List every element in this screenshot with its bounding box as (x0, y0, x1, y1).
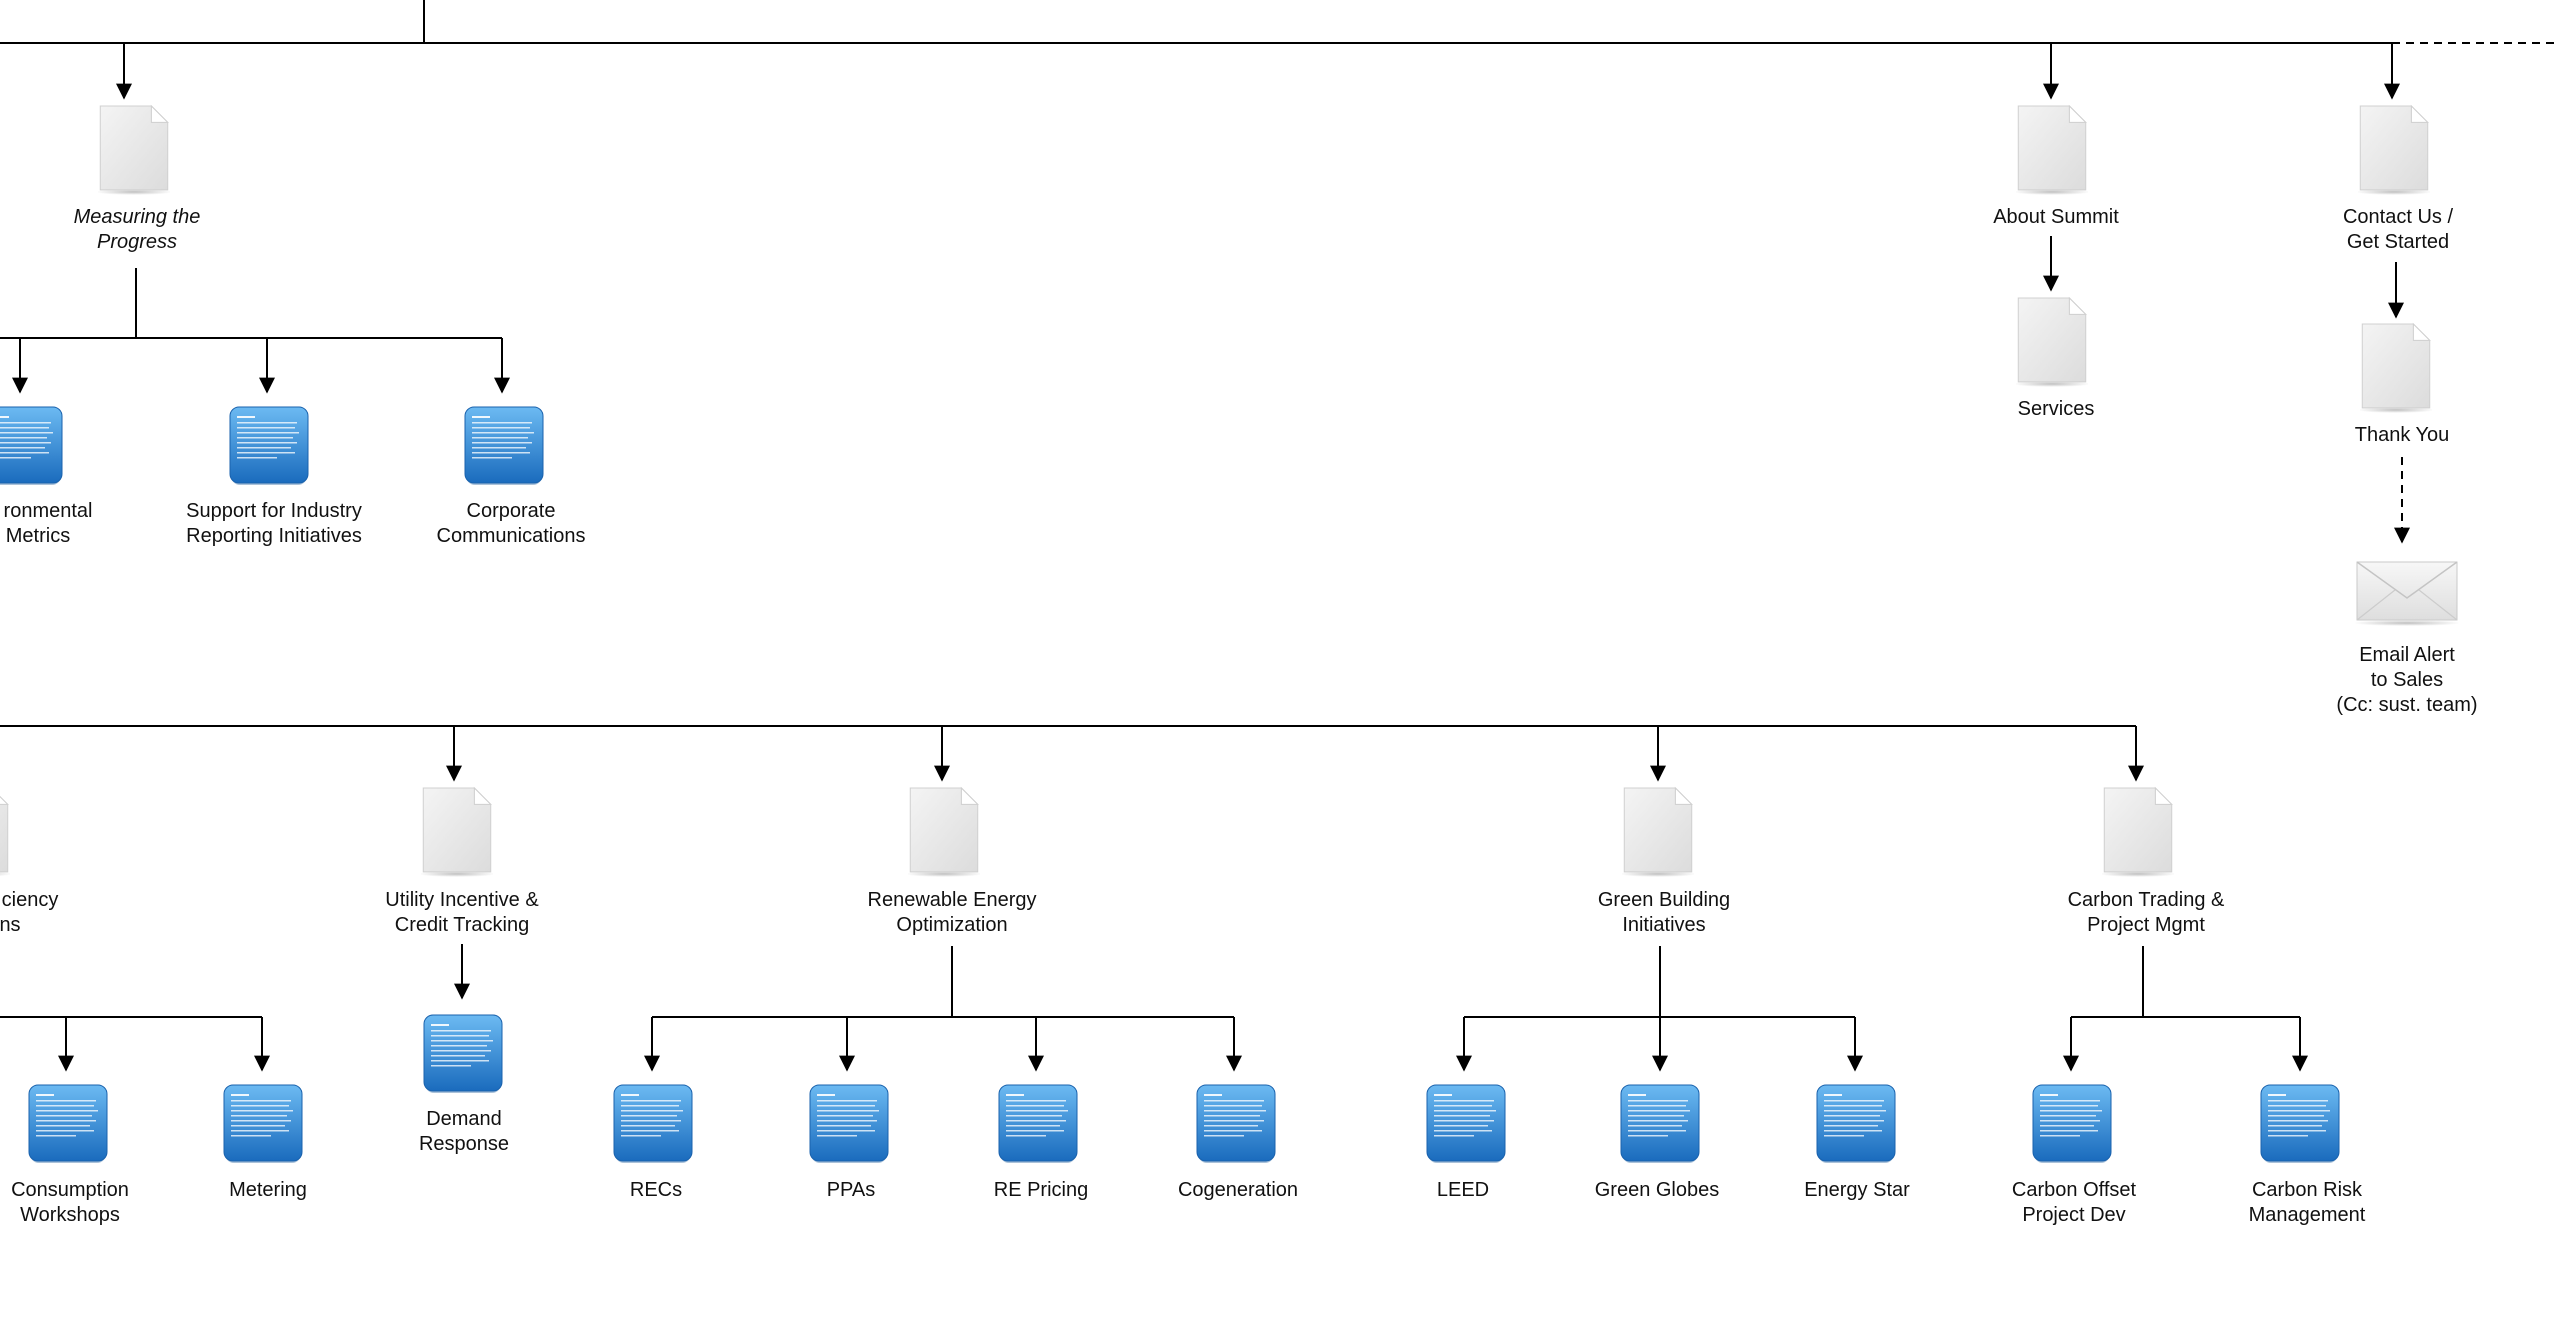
node-label: Corporate (467, 500, 556, 522)
node-services[interactable]: Services (2013, 297, 2095, 420)
node-carbontrading[interactable]: Carbon Trading & Project Mgmt (2068, 787, 2225, 936)
node-label: Carbon Trading & (2068, 889, 2225, 911)
node-label: Metering (229, 1179, 307, 1201)
content-tile-icon (1816, 1084, 1896, 1164)
node-label: Energy Star (1804, 1179, 1910, 1201)
node-renewable[interactable]: Renewable Energy Optimization (868, 787, 1037, 936)
page-icon (421, 787, 493, 878)
page-icon (2016, 297, 2088, 388)
node-label: Carbon Risk (2252, 1179, 2363, 1201)
node-label: Services (2018, 398, 2095, 420)
node-label: Metrics (6, 525, 70, 547)
node-label: Get Started (2347, 231, 2449, 253)
node-label: Contact Us / (2343, 206, 2453, 228)
content-tile-icon (1196, 1084, 1276, 1164)
node-label: Email Alert (2359, 644, 2455, 666)
node-label: ciency (2, 889, 59, 911)
node-label: About Summit (1993, 206, 2119, 228)
node-carbonoffset[interactable]: Carbon Offset Project Dev (2012, 1084, 2137, 1226)
node-label: (Cc: sust. team) (2336, 694, 2477, 716)
node-env-metrics[interactable]: ronmental Metrics (0, 406, 93, 547)
node-carbonrisk[interactable]: Carbon Risk Management (2249, 1084, 2366, 1226)
node-efficiency[interactable]: ciency ns (0, 787, 59, 936)
page-icon (2358, 105, 2430, 196)
node-label: ns (0, 914, 21, 936)
node-email[interactable]: Email Alert to Sales (Cc: sust. team) (2336, 561, 2478, 716)
node-label: Management (2249, 1204, 2366, 1226)
content-tile-icon (0, 406, 63, 486)
node-contact[interactable]: Contact Us / Get Started (2343, 105, 2453, 253)
node-ppas[interactable]: PPAs (809, 1084, 889, 1201)
content-tile-icon (998, 1084, 1078, 1164)
node-label: RE Pricing (994, 1179, 1088, 1201)
content-tile-icon (2260, 1084, 2340, 1164)
node-cogen[interactable]: Cogeneration (1178, 1084, 1298, 1201)
node-label: Support for Industry (186, 500, 362, 522)
node-label: Measuring the (74, 206, 201, 228)
page-icon (2102, 787, 2174, 878)
node-thankyou[interactable]: Thank You (2355, 323, 2450, 446)
node-label: Credit Tracking (395, 914, 530, 936)
node-label: Green Globes (1595, 1179, 1720, 1201)
page-icon (2360, 323, 2432, 414)
node-label: Thank You (2355, 424, 2450, 446)
node-about[interactable]: About Summit (1993, 105, 2119, 228)
connectors-top (0, 0, 2560, 100)
node-label: Communications (437, 525, 586, 547)
content-tile-icon (809, 1084, 889, 1164)
content-tile-icon (613, 1084, 693, 1164)
connectors-measuring (0, 268, 510, 394)
connectors-bottom (0, 725, 2308, 1072)
content-tile-icon (229, 406, 309, 486)
node-leed[interactable]: LEED (1426, 1084, 1506, 1201)
page-icon (98, 105, 170, 196)
node-label: Progress (97, 231, 177, 253)
node-energystar[interactable]: Energy Star (1804, 1084, 1910, 1201)
page-icon (908, 787, 980, 878)
node-label: Project Mgmt (2087, 914, 2205, 936)
node-label: Green Building (1598, 889, 1730, 911)
node-label: Response (419, 1133, 509, 1155)
node-corp-comm[interactable]: Corporate Communications (437, 406, 586, 547)
node-label: LEED (1437, 1179, 1489, 1201)
page-icon (0, 787, 10, 878)
node-utility[interactable]: Utility Incentive & Credit Tracking (385, 787, 539, 936)
node-recs[interactable]: RECs (613, 1084, 693, 1201)
node-label: Cogeneration (1178, 1179, 1298, 1201)
node-measuring[interactable]: Measuring the Progress (74, 105, 201, 253)
node-demand[interactable]: Demand Response (419, 1014, 509, 1155)
node-label: Carbon Offset (2012, 1179, 2137, 1201)
node-label: RECs (630, 1179, 682, 1201)
node-label: Demand (426, 1108, 502, 1130)
node-greenglobes[interactable]: Green Globes (1595, 1084, 1720, 1201)
node-repricing[interactable]: RE Pricing (994, 1084, 1088, 1201)
node-label: Initiatives (1622, 914, 1705, 936)
content-tile-icon (223, 1084, 303, 1164)
node-support[interactable]: Support for Industry Reporting Initiativ… (186, 406, 362, 547)
node-label: to Sales (2371, 669, 2443, 691)
content-tile-icon (464, 406, 544, 486)
content-tile-icon (1426, 1084, 1506, 1164)
node-label: Project Dev (2022, 1204, 2125, 1226)
node-label: Renewable Energy (868, 889, 1037, 911)
node-greenbuilding[interactable]: Green Building Initiatives (1598, 787, 1730, 936)
node-label: Consumption (11, 1179, 129, 1201)
content-tile-icon (1620, 1084, 1700, 1164)
node-label: PPAs (827, 1179, 876, 1201)
page-icon (2016, 105, 2088, 196)
node-label: Reporting Initiatives (186, 525, 362, 547)
content-tile-icon (28, 1084, 108, 1164)
content-tile-icon (423, 1014, 503, 1094)
node-label: Workshops (20, 1204, 120, 1226)
content-tile-icon (2032, 1084, 2112, 1164)
envelope-icon (2355, 561, 2459, 626)
page-icon (1622, 787, 1694, 878)
node-label: Optimization (896, 914, 1007, 936)
connectors-right (2043, 236, 2410, 544)
node-label: ronmental (4, 500, 93, 522)
node-label: Utility Incentive & (385, 889, 539, 911)
node-metering[interactable]: Metering (223, 1084, 307, 1201)
node-consumption[interactable]: Consumption Workshops (11, 1084, 129, 1226)
